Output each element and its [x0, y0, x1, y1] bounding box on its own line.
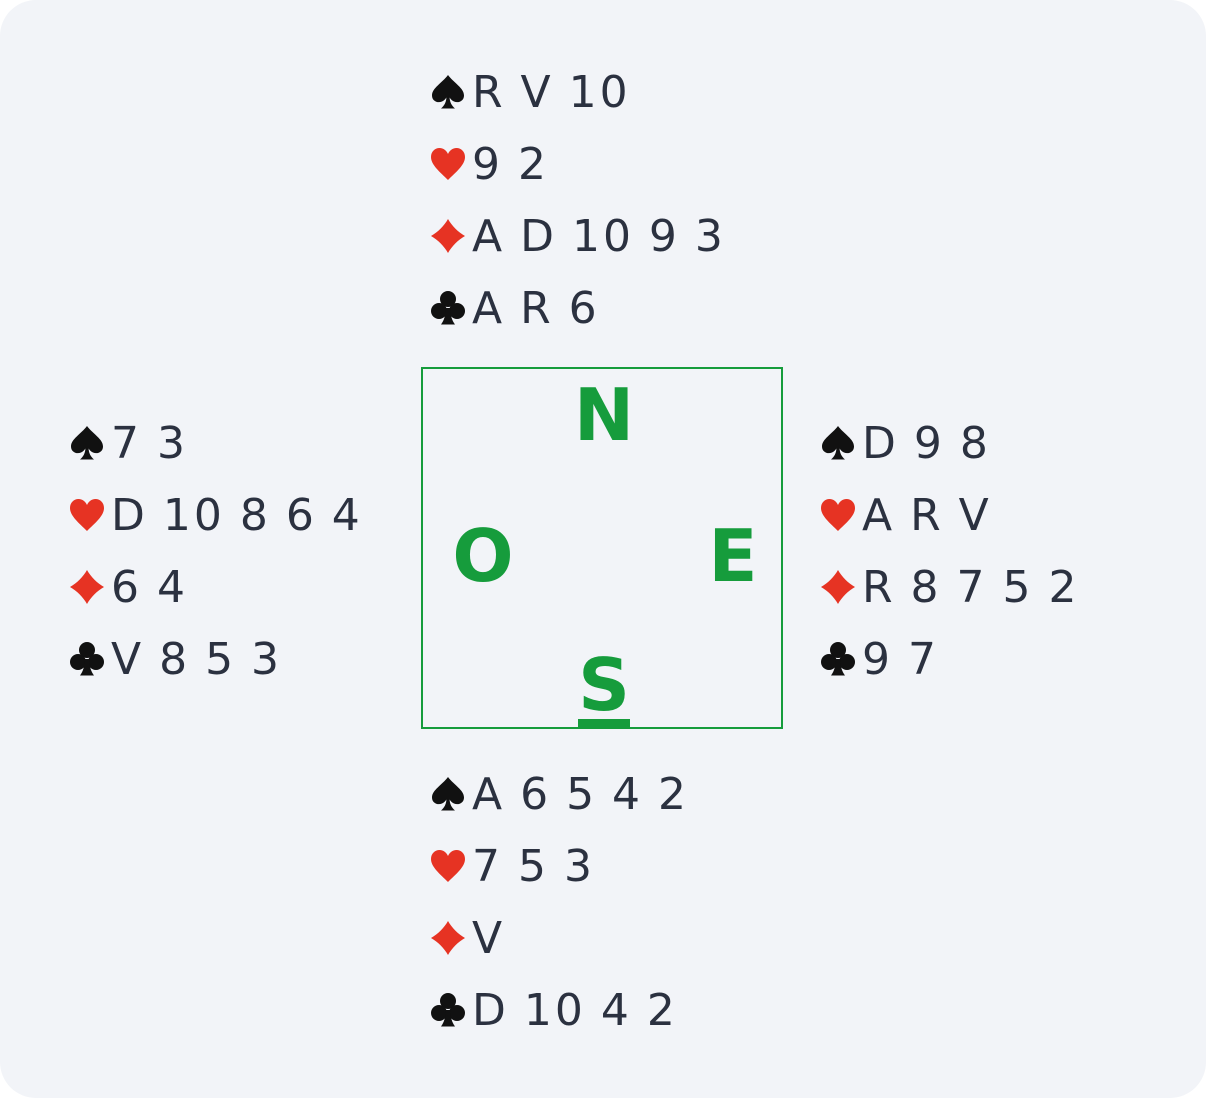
heart-icon — [428, 144, 468, 184]
club-icon — [428, 990, 468, 1030]
diamond-icon — [818, 567, 858, 607]
diamond-icon — [428, 918, 468, 958]
west-hearts-row: D 10 8 6 4 — [67, 479, 363, 551]
east-hearts-row: A R V — [818, 479, 992, 551]
compass-south-label: S — [578, 643, 630, 727]
south-clubs-cards: D 10 4 2 — [472, 984, 678, 1036]
west-spades-row: 7 3 — [67, 407, 188, 479]
west-spades-cards: 7 3 — [111, 417, 188, 469]
club-icon — [818, 639, 858, 679]
south-diamonds-row: V — [428, 902, 505, 974]
diamond-icon — [428, 216, 468, 256]
east-clubs-cards: 9 7 — [862, 633, 939, 685]
south-diamonds-cards: V — [472, 912, 506, 964]
dealer-marker — [578, 719, 630, 729]
north-hearts-cards: 9 2 — [472, 138, 549, 190]
spade-icon — [428, 774, 468, 814]
compass-north-label: N — [573, 373, 635, 457]
diamond-icon — [67, 567, 107, 607]
spade-icon — [818, 423, 858, 463]
east-spades-cards: D 9 8 — [862, 417, 991, 469]
east-hearts-cards: A R V — [862, 489, 992, 541]
west-hearts-cards: D 10 8 6 4 — [111, 489, 363, 541]
club-icon — [428, 288, 468, 328]
heart-icon — [67, 495, 107, 535]
east-spades-row: D 9 8 — [818, 407, 991, 479]
north-diamonds-cards: A D 10 9 3 — [472, 210, 726, 262]
west-diamonds-row: 6 4 — [67, 551, 188, 623]
east-clubs-row: 9 7 — [818, 623, 939, 695]
south-hearts-cards: 7 5 3 — [472, 840, 595, 892]
east-diamonds-row: R 8 7 5 2 — [818, 551, 1080, 623]
club-icon — [67, 639, 107, 679]
west-diamonds-cards: 6 4 — [111, 561, 188, 613]
north-clubs-cards: A R 6 — [472, 282, 600, 334]
south-hearts-row: 7 5 3 — [428, 830, 595, 902]
west-clubs-row: V 8 5 3 — [67, 623, 282, 695]
heart-icon — [818, 495, 858, 535]
north-spades-row: R V 10 — [428, 56, 631, 128]
spade-icon — [428, 72, 468, 112]
heart-icon — [428, 846, 468, 886]
west-clubs-cards: V 8 5 3 — [111, 633, 283, 685]
south-spades-cards: A 6 5 4 2 — [472, 768, 690, 820]
compass-east-label: E — [708, 514, 758, 598]
compass-box: N O E S — [421, 367, 783, 729]
north-diamonds-row: A D 10 9 3 — [428, 200, 726, 272]
north-hearts-row: 9 2 — [428, 128, 549, 200]
north-clubs-row: A R 6 — [428, 272, 600, 344]
south-clubs-row: D 10 4 2 — [428, 974, 678, 1046]
south-spades-row: A 6 5 4 2 — [428, 758, 689, 830]
compass-west-label: O — [452, 514, 514, 598]
spade-icon — [67, 423, 107, 463]
east-diamonds-cards: R 8 7 5 2 — [862, 561, 1080, 613]
north-spades-cards: R V 10 — [472, 66, 631, 118]
